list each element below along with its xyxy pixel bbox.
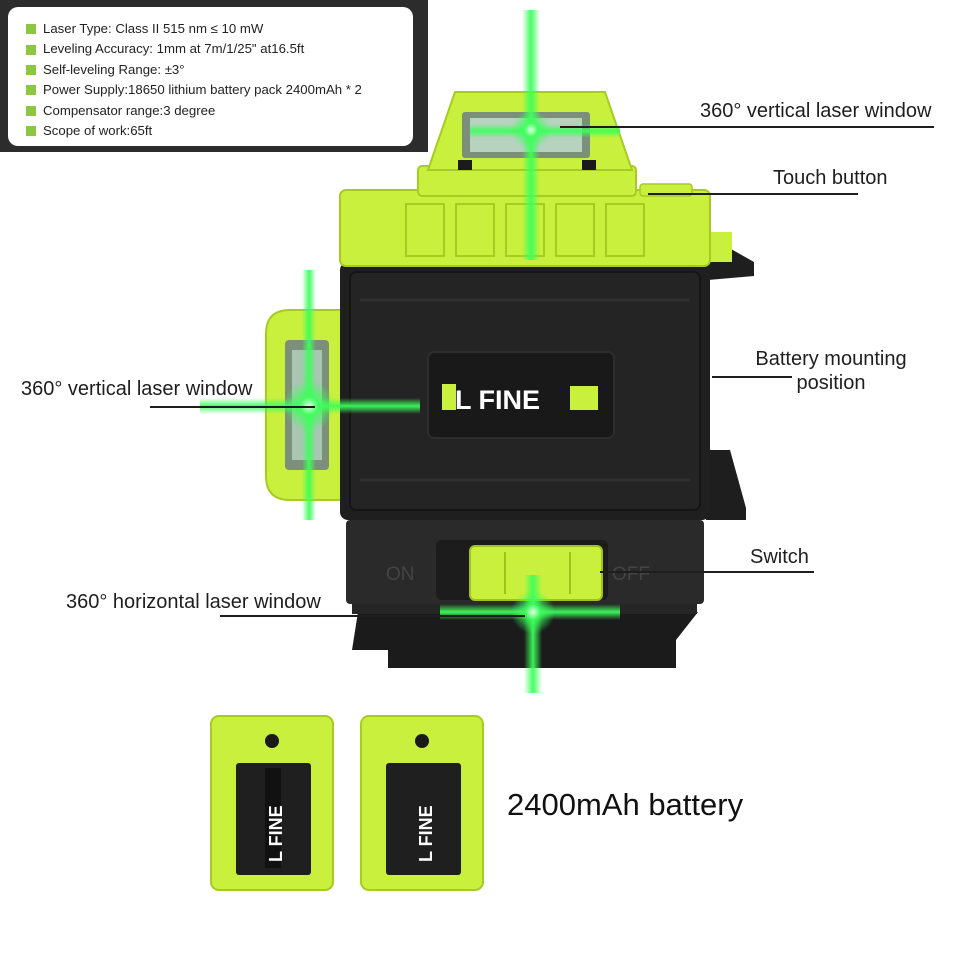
spec-item: Power Supply:18650 lithium battery pack … — [26, 80, 413, 100]
spec-text: Compensator range:3 degree — [43, 102, 216, 118]
callout-line-top-window — [560, 126, 934, 128]
logo-bolt-icon — [570, 386, 598, 410]
spec-item: Self-leveling Range: ±3° — [26, 60, 413, 80]
square-bullet-icon — [26, 126, 36, 137]
battery-brand-logo: L FINE — [266, 805, 286, 862]
square-bullet-icon — [26, 65, 36, 76]
main-body: L FINE — [340, 262, 710, 520]
logo-bar-icon — [442, 384, 456, 410]
label-battery-mount-line2: position — [796, 372, 866, 394]
callout-line-touch-button — [648, 193, 858, 195]
callout-line-battery-mount — [712, 376, 792, 378]
battery-brand-logo: L FINE — [416, 805, 436, 862]
spec-item: Compensator range:3 degree — [26, 101, 413, 121]
specs-card: Laser Type: Class II 515 nm ≤ 10 mW Leve… — [8, 7, 413, 146]
battery-caption: 2400mAh battery — [507, 787, 744, 822]
label-touch-button: Touch button — [773, 167, 888, 189]
label-battery-mount-line1: Battery mounting — [755, 348, 907, 370]
callout-line-switch — [600, 571, 814, 573]
label-switch: Switch — [750, 546, 809, 568]
battery-pack: L FINE — [360, 715, 484, 891]
label-battery-mounting-position: Battery mounting position — [748, 347, 914, 395]
specs-panel-frame: Laser Type: Class II 515 nm ≤ 10 mW Leve… — [0, 0, 428, 152]
label-horizontal-window: 360° horizontal laser window — [66, 591, 321, 613]
switch-on-label: ON — [386, 564, 415, 585]
spec-text: Self-leveling Range: ±3° — [43, 61, 185, 77]
power-switch[interactable] — [469, 545, 603, 601]
spec-text: Leveling Accuracy: 1mm at 7m/1/25" at16.… — [43, 41, 305, 57]
square-bullet-icon — [26, 105, 36, 116]
spec-text: Laser Type: Class II 515 nm ≤ 10 mW — [43, 21, 264, 36]
logo-plate — [427, 351, 615, 439]
square-bullet-icon — [26, 24, 36, 35]
square-bullet-icon — [26, 44, 36, 55]
callout-line-side-window — [150, 406, 315, 408]
spec-item: Scope of work:65ft — [26, 121, 413, 141]
label-top-vertical-window: 360° vertical laser window — [700, 100, 932, 122]
spec-text: Power Supply:18650 lithium battery pack … — [43, 82, 362, 98]
spec-item: Leveling Accuracy: 1mm at 7m/1/25" at16.… — [26, 39, 413, 59]
battery-pack: L FINE — [210, 715, 334, 891]
specs-list: Laser Type: Class II 515 nm ≤ 10 mW Leve… — [8, 7, 413, 141]
callout-line-horizontal-window — [220, 615, 525, 617]
spec-text: Scope of work:65ft — [43, 123, 153, 139]
switch-off-label: OFF — [612, 564, 650, 585]
spec-item: Laser Type: Class II 515 nm ≤ 10 mW — [26, 19, 413, 39]
brand-logo: L FINE — [455, 385, 540, 415]
square-bullet-icon — [26, 85, 36, 96]
label-side-vertical-window: 360° vertical laser window — [21, 378, 253, 400]
